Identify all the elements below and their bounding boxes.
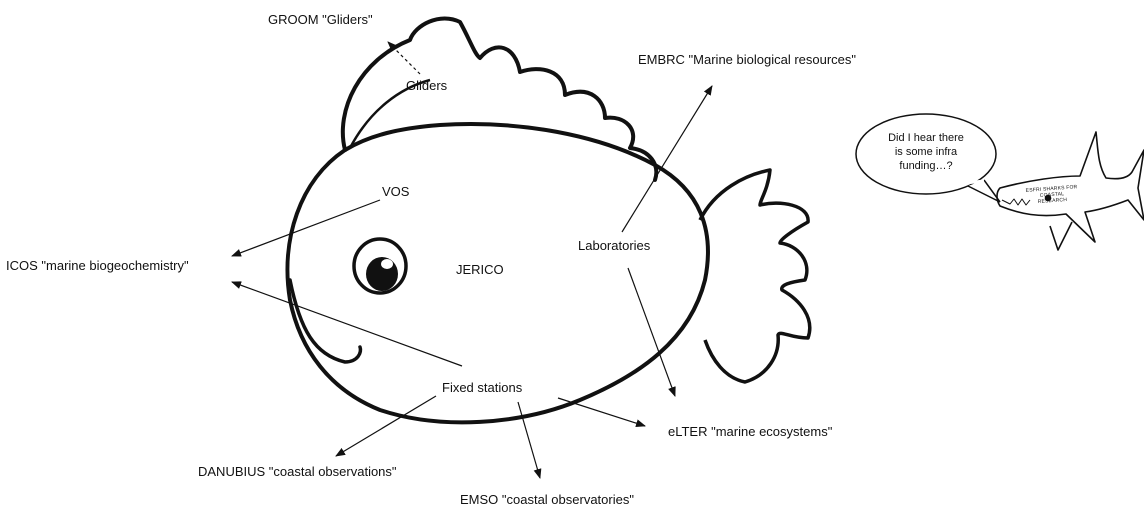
arrow-vos-icos <box>232 200 380 256</box>
label-fixed-stations: Fixed stations <box>442 380 522 396</box>
label-emso: EMSO "coastal observatories" <box>460 492 634 508</box>
arrow-labs-elter <box>628 268 675 396</box>
bubble-line-2: is some infra <box>856 145 996 159</box>
label-danubius: DANUBIUS "coastal observations" <box>198 464 397 480</box>
label-gliders: Gliders <box>406 78 447 94</box>
label-vos: VOS <box>382 184 409 200</box>
arrow-fixed-elter <box>558 398 645 426</box>
label-icos: ICOS "marine biogeochemistry" <box>6 258 189 274</box>
speech-bubble-text: Did I hear there is some infra funding…? <box>856 131 996 173</box>
label-laboratories: Laboratories <box>578 238 650 254</box>
fish-eye <box>354 239 406 293</box>
arrow-gliders-groom <box>388 42 420 74</box>
bubble-line-1: Did I hear there <box>856 131 996 145</box>
arrow-fixed-icos <box>232 282 462 366</box>
label-elter: eLTER "marine ecosystems" <box>668 424 832 440</box>
gill-line <box>290 280 360 362</box>
label-jerico: JERICO <box>456 262 504 278</box>
label-embrc: EMBRC "Marine biological resources" <box>638 52 856 68</box>
tail-fin <box>700 170 810 382</box>
bubble-line-3: funding…? <box>856 159 996 173</box>
arrow-fixed-danubius <box>336 396 436 456</box>
label-groom: GROOM "Gliders" <box>268 12 373 28</box>
